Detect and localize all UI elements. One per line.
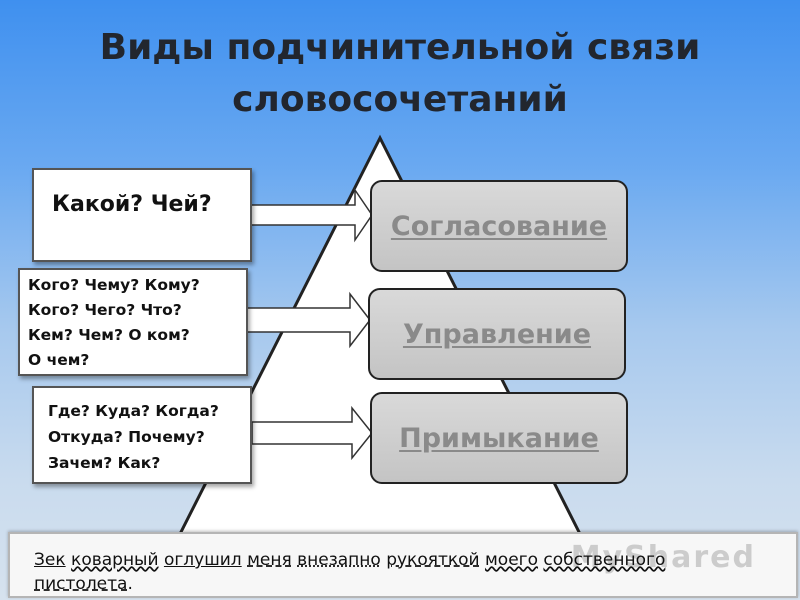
sentence-panel: MyShared Зек коварный оглушил меня внеза… — [8, 532, 798, 598]
sentence-word: моего — [484, 550, 539, 570]
title-line-2: словосочетаний — [232, 79, 568, 120]
type-box-adjunction[interactable]: Примыкание — [370, 392, 628, 484]
sentence-period: . — [127, 574, 133, 594]
question-text: Зачем? Как? — [48, 454, 161, 472]
question-box-2: Кого? Чему? Кому? Кого? Чего? Что? Кем? … — [18, 268, 248, 376]
question-box-1: Какой? Чей? — [32, 168, 252, 262]
sentence-word: рукояткой — [386, 550, 480, 570]
sentence-word: собственного — [543, 550, 666, 570]
sentence-word: оглушил — [163, 550, 242, 570]
page-title: Виды подчинительной связи словосочетаний — [0, 22, 800, 126]
question-text: Кем? Чем? О ком? — [28, 326, 190, 344]
sentence-word: пистолета — [34, 574, 128, 594]
question-text: Откуда? Почему? — [48, 428, 205, 446]
type-box-government[interactable]: Управление — [368, 288, 626, 380]
question-text: Кого? Чему? Кому? — [28, 276, 200, 294]
example-sentence: Зек коварный оглушил меня внезапно рукоя… — [34, 548, 734, 596]
arrow-3 — [251, 405, 373, 461]
question-text: Кого? Чего? Что? — [28, 301, 182, 319]
question-box-3: Где? Куда? Когда? Откуда? Почему? Зачем?… — [32, 386, 252, 484]
question-text: Какой? Чей? — [52, 192, 212, 217]
question-text: Где? Куда? Когда? — [48, 402, 219, 420]
sentence-word: меня — [247, 550, 292, 570]
question-text: О чем? — [28, 351, 90, 369]
title-line-1: Виды подчинительной связи — [99, 27, 701, 68]
sentence-word: коварный — [71, 550, 159, 570]
sentence-word: Зек — [34, 550, 66, 570]
sentence-word: внезапно — [297, 550, 381, 570]
type-label[interactable]: Примыкание — [399, 422, 599, 454]
watermark-logo: MyShared — [570, 540, 756, 575]
arrow-1 — [249, 187, 373, 243]
type-label[interactable]: Согласование — [390, 210, 608, 242]
arrow-2 — [245, 291, 371, 349]
type-label[interactable]: Управление — [402, 318, 592, 350]
type-box-agreement[interactable]: Согласование — [370, 180, 628, 272]
